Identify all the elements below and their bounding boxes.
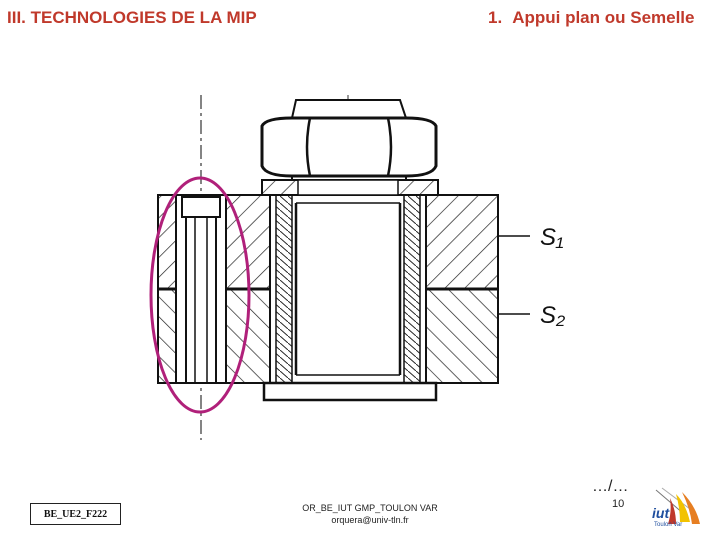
label-s1: S₁: [540, 224, 564, 251]
bolt-head: [262, 381, 438, 402]
subsection-number: 1.: [488, 8, 503, 27]
locating-pin: [175, 194, 227, 384]
highlight-ellipse: [149, 176, 251, 414]
logo-subtext: Toulon Var: [654, 522, 682, 528]
section-title: III. TECHNOLOGIES DE LA MIP: [7, 8, 257, 27]
label-s2: S₂: [540, 302, 565, 329]
subsection-label: Appui plan ou Semelle: [512, 8, 695, 27]
reference-code: BE_UE2_F222: [30, 503, 121, 525]
logo-text: iut: [652, 505, 670, 521]
hex-nut: [260, 99, 438, 180]
subsection-title: 1. Appui plan ou Semelle: [488, 8, 695, 28]
page-number: 10: [612, 498, 625, 510]
washer: [261, 179, 439, 196]
email: orquera@univ-tln.fr: [331, 515, 409, 525]
footer-credits: OR_BE_IUT GMP_TOULON VAR orquera@univ-tl…: [270, 502, 470, 526]
author-line: OR_BE_IUT GMP_TOULON VAR: [302, 503, 438, 513]
continuation-mark: …/…: [592, 478, 629, 495]
bolt-shank: [269, 194, 427, 384]
iut-logo: iut Toulon Var: [652, 487, 700, 528]
